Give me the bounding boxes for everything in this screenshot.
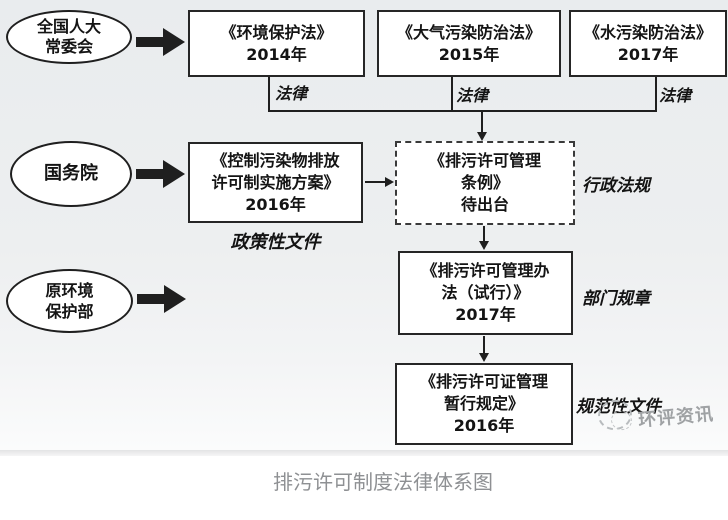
arrow-head	[163, 28, 185, 56]
arrow-head	[164, 285, 186, 313]
node-title-line: 法（试行）》	[441, 283, 530, 302]
arrowhead-down-icon	[477, 132, 487, 141]
category-label-law: 法律	[659, 86, 692, 105]
connector-line	[451, 77, 453, 112]
actor-label-line: 保护部	[45, 302, 94, 321]
actor-npc-standing-committee: 全国人大 常委会	[6, 10, 132, 64]
connector-line	[268, 77, 270, 112]
arrowhead-down-icon	[479, 241, 489, 250]
category-label-policy-document: 政策性文件	[230, 232, 321, 253]
node-permit-management-regulation: 《排污许可管理 条例》 待出台	[395, 141, 575, 225]
node-year: 2016年	[453, 416, 515, 435]
node-title-line: 暂行规定》	[443, 394, 524, 413]
actor-label-line: 常委会	[44, 37, 93, 56]
node-permit-interim-provisions: 《排污许可证管理 暂行规定》 2016年	[395, 363, 573, 445]
category-label-law: 法律	[275, 84, 308, 103]
node-title-line: 《排污许可管理办	[421, 261, 550, 280]
arrow-head	[163, 160, 185, 188]
scan-bottom-edge	[0, 450, 728, 456]
node-title: 《大气污染防治法》	[396, 22, 541, 42]
category-label-law: 法律	[456, 86, 489, 105]
node-air-pollution-law: 《大气污染防治法》 2015年	[377, 10, 561, 77]
node-water-pollution-law: 《水污染防治法》 2017年	[569, 10, 727, 77]
connector-line	[483, 336, 485, 354]
node-title-line: 许可制实施方案》	[211, 172, 340, 192]
node-title-line: 《排污许可管理	[428, 151, 541, 170]
block-arrow-icon	[136, 28, 186, 56]
node-year: 2017年	[617, 44, 679, 64]
node-year: 2014年	[246, 44, 307, 64]
category-label-normative-document: 规范性文件	[576, 397, 661, 417]
actor-label-line: 国务院	[44, 163, 98, 184]
block-arrow-icon	[136, 160, 186, 188]
figure-caption: 排污许可制度法律体系图	[273, 470, 493, 494]
actor-label-line: 全国人大	[36, 17, 101, 36]
connector-line	[483, 226, 485, 242]
block-arrow-icon	[137, 285, 187, 313]
node-permit-implementation-plan: 《控制污染物排放 许可制实施方案》 2016年	[188, 142, 363, 223]
node-year: 2015年	[438, 44, 500, 64]
actor-former-mep: 原环境 保护部	[6, 269, 133, 333]
arrowhead-right-icon	[385, 177, 394, 187]
node-title-line: 《排污许可证管理	[419, 372, 548, 391]
connector-line	[655, 77, 657, 112]
node-environmental-protection-law: 《环境保护法》 2014年	[188, 10, 365, 77]
actor-label-line: 原环境	[45, 281, 94, 300]
connector-line	[268, 110, 657, 112]
node-year: 2016年	[245, 194, 306, 214]
node-title: 《环境保护法》	[220, 22, 333, 42]
node-year: 2017年	[455, 305, 516, 324]
connector-line	[365, 181, 386, 183]
arrow-shaft	[136, 37, 163, 47]
node-title: 《水污染防治法》	[583, 22, 712, 42]
arrowhead-down-icon	[479, 353, 489, 362]
category-label-departmental-rules: 部门规章	[582, 289, 650, 309]
node-title-line: 条例》	[460, 173, 509, 192]
actor-state-council: 国务院	[10, 141, 132, 207]
node-title-line: 《控制污染物排放	[211, 150, 340, 170]
category-label-administrative-regulation: 行政法规	[582, 176, 650, 196]
arrow-shaft	[137, 294, 164, 304]
node-permit-management-measures: 《排污许可管理办 法（试行）》 2017年	[398, 251, 573, 335]
node-status: 待出台	[460, 195, 509, 214]
connector-line	[481, 112, 483, 133]
arrow-shaft	[136, 169, 163, 179]
